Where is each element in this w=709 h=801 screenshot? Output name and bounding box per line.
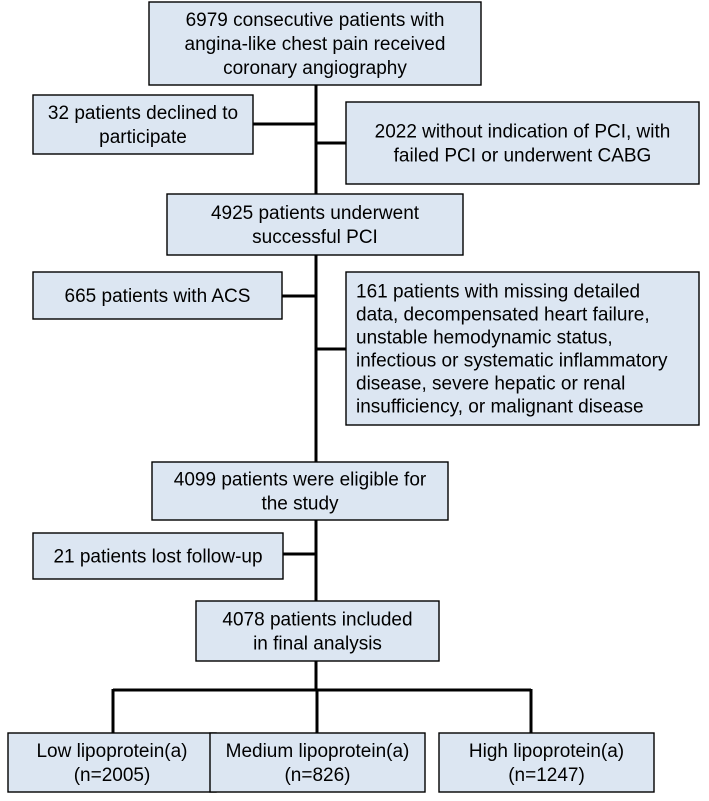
box-acs-line-0: 665 patients with ACS (65, 286, 251, 307)
box-successful-pci: 4925 patients underwent successful PCI (166, 193, 464, 256)
box-excluded-other-line-1: data, decompensated heart failure, (356, 304, 650, 325)
box-no-pci-line-0: 2022 without indication of PCI, with (375, 122, 671, 143)
box-medium-frame (209, 732, 426, 793)
box-no-pci-frame (345, 101, 700, 185)
box-successful-pci-line-0: 4925 patients underwent (211, 203, 420, 224)
box-eligible-line-0: 4099 patients were eligible for (174, 470, 427, 491)
box-high-line-1: (n=1247) (508, 765, 585, 786)
box-no-pci-line-1: failed PCI or underwent CABG (394, 146, 652, 167)
box-lost: 21 patients lost follow-up (32, 532, 284, 580)
box-medium-line-1: (n=826) (284, 765, 350, 786)
box-no-pci: 2022 without indication of PCI, with fail… (345, 101, 700, 185)
connectors (111, 85, 533, 733)
box-excluded-other-line-4: disease, severe hepatic or renal (356, 373, 625, 394)
box-screened: 6979 consecutive patients with angina-lik… (148, 1, 482, 86)
box-low: Low lipoprotein(a) (n=2005) (7, 732, 217, 793)
box-lost-line-0: 21 patients lost follow-up (53, 547, 262, 568)
box-screened-line-2: coronary angiography (223, 58, 407, 79)
box-eligible-line-1: the study (261, 494, 339, 515)
box-included-line-1: in final analysis (253, 634, 382, 655)
box-acs-frame (32, 271, 283, 320)
box-screened-frame (148, 1, 482, 86)
box-high: High lipoprotein(a) (n=1247) (438, 732, 655, 793)
boxes: 6979 consecutive patients with angina-lik… (7, 1, 700, 793)
box-lost-frame (32, 532, 284, 580)
box-excluded-other-line-3: infectious or systematic inflammatory (356, 350, 668, 371)
box-declined-frame (32, 94, 254, 155)
box-declined-line-1: participate (99, 127, 187, 148)
box-medium-line-0: Medium lipoprotein(a) (226, 741, 410, 762)
box-successful-pci-line-1: successful PCI (252, 227, 378, 248)
box-low-frame (7, 732, 217, 793)
box-successful-pci-frame (166, 193, 464, 256)
box-declined-line-0: 32 patients declined to (48, 103, 238, 124)
box-excluded-other: 161 patients with missing detaileddata, … (345, 271, 700, 426)
box-excluded-other-line-0: 161 patients with missing detailed (356, 281, 640, 302)
box-excluded-other-line-2: unstable hemodynamic status, (356, 327, 613, 348)
box-declined: 32 patients declined to participate (32, 94, 254, 155)
box-screened-line-0: 6979 consecutive patients with (186, 10, 445, 31)
box-high-line-0: High lipoprotein(a) (469, 741, 624, 762)
box-excluded-other-line-5: insufficiency, or malignant disease (356, 396, 644, 417)
box-included: 4078 patients included in final analysis (195, 600, 440, 662)
box-screened-line-1: angina-like chest pain received (185, 34, 446, 55)
box-excluded-other-frame (345, 271, 700, 426)
box-high-frame (438, 732, 655, 793)
box-low-line-1: (n=2005) (74, 765, 151, 786)
box-medium: Medium lipoprotein(a) (n=826) (209, 732, 426, 793)
box-included-frame (195, 600, 440, 662)
box-acs: 665 patients with ACS (32, 271, 283, 320)
box-eligible: 4099 patients were eligible for the study (151, 461, 449, 521)
box-low-line-0: Low lipoprotein(a) (36, 741, 187, 762)
box-included-line-0: 4078 patients included (222, 610, 412, 631)
box-eligible-frame (151, 461, 449, 521)
